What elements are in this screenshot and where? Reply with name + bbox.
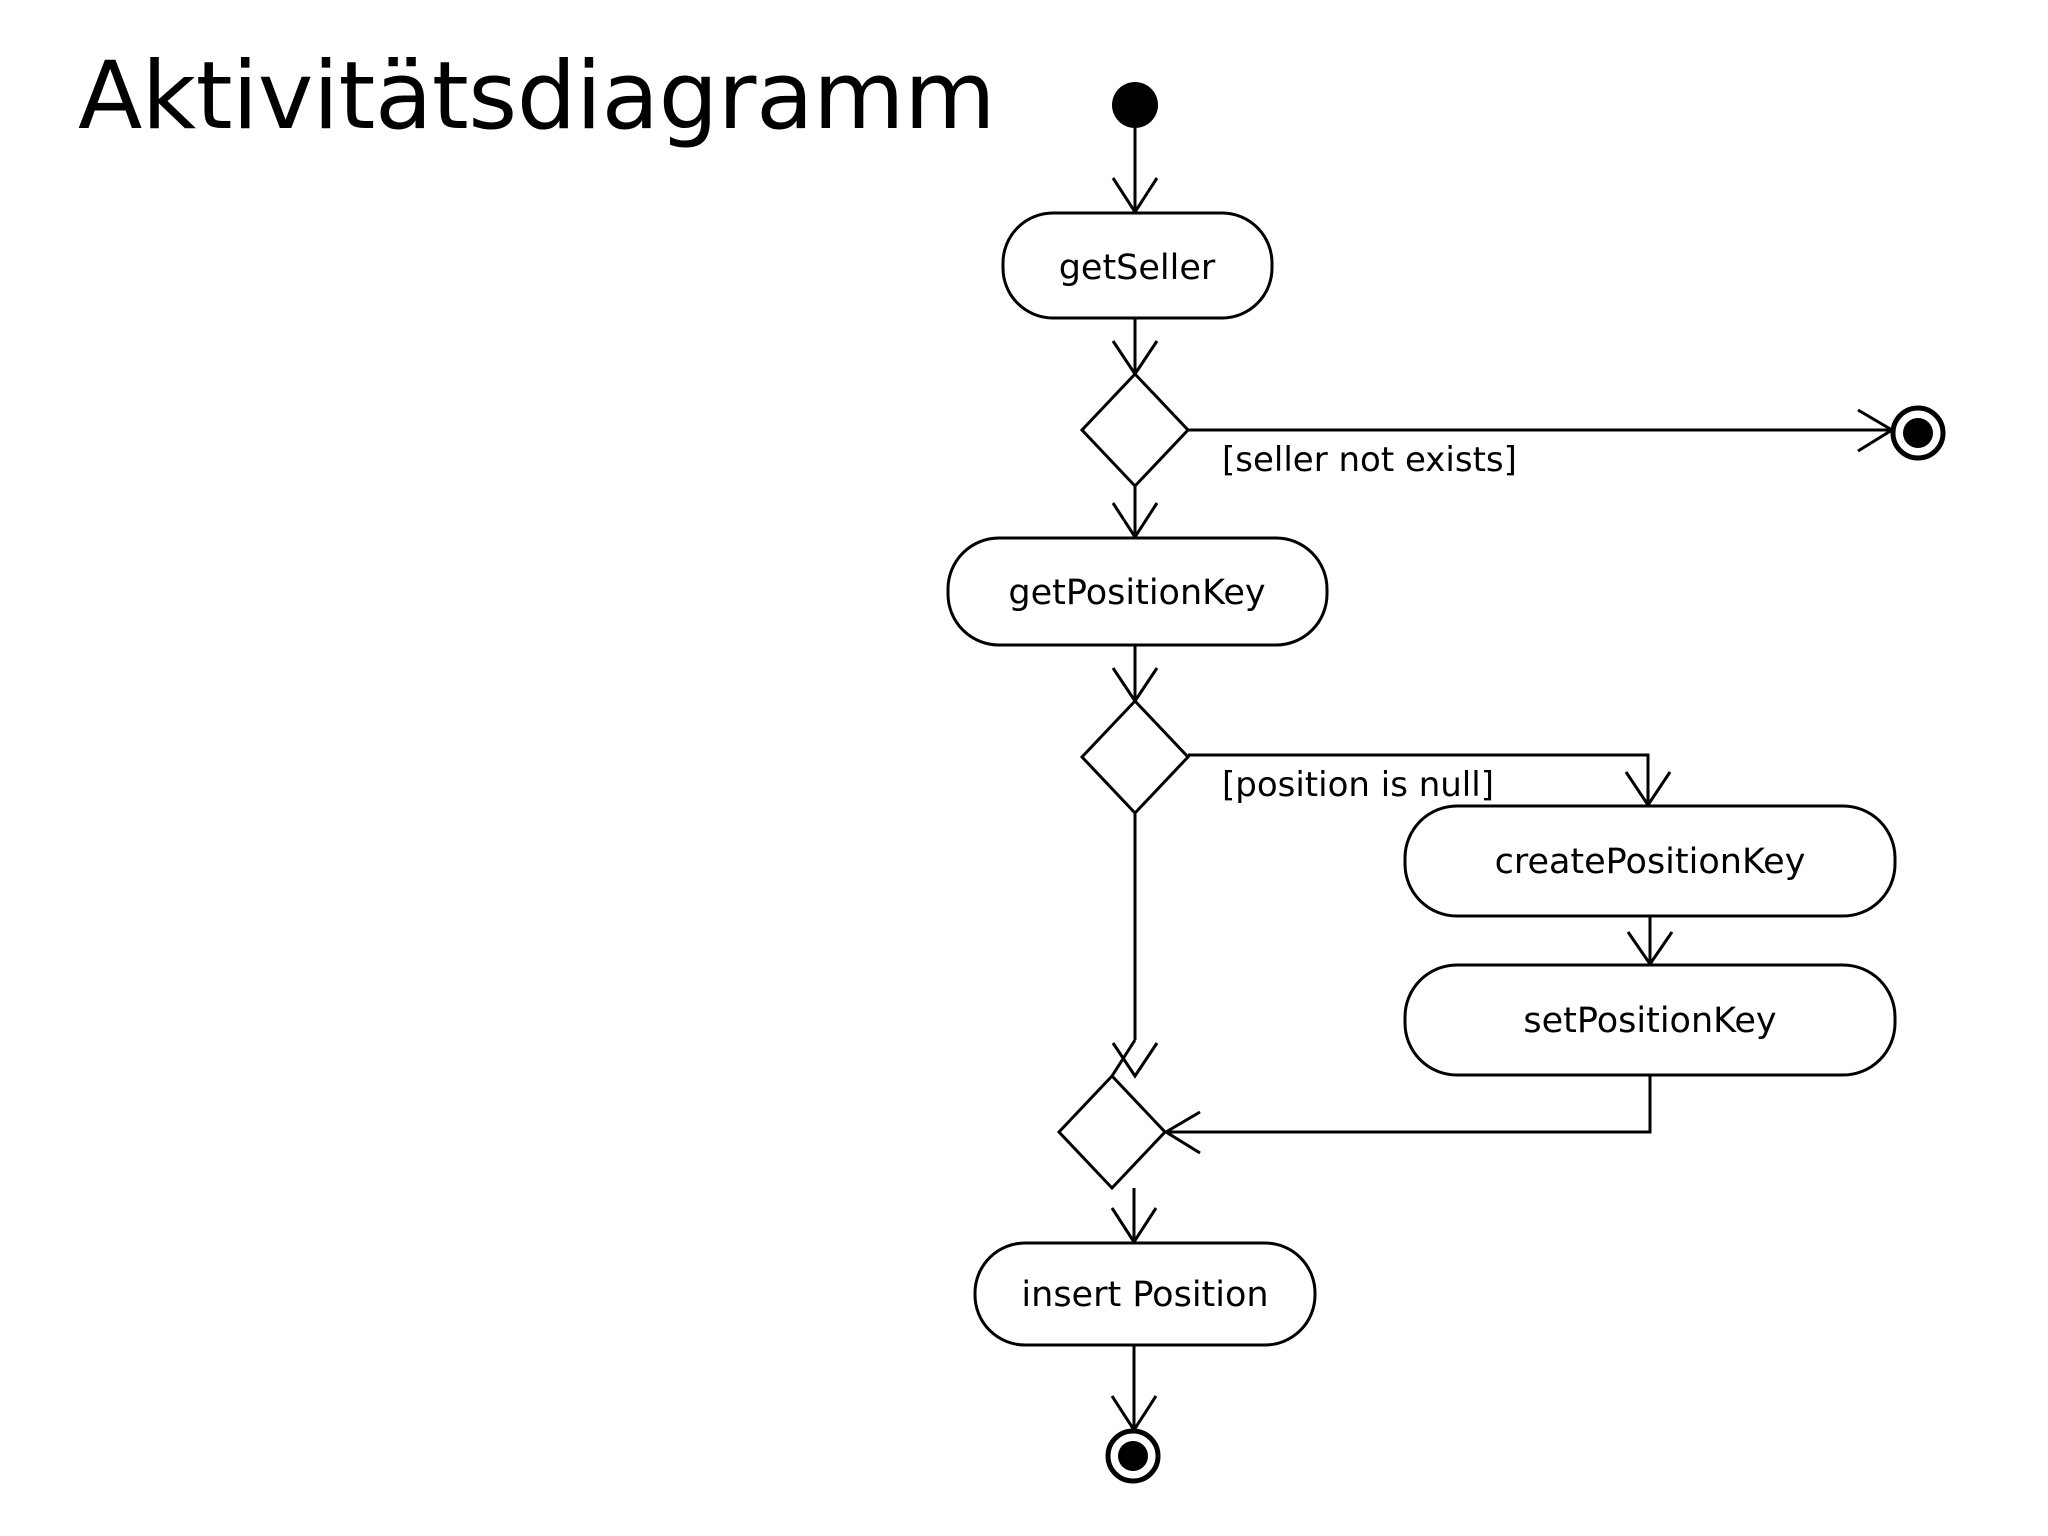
decision-node-position-is-null[interactable] [1079, 698, 1191, 816]
edge-decision1-to-getpositionkey [1111, 486, 1159, 540]
action-label-getseller: getSeller [1058, 248, 1216, 288]
edge-start-to-getseller [1111, 128, 1159, 215]
action-node-createpositionkey[interactable] [1403, 804, 1897, 918]
page-title: Aktivitätsdiagramm [78, 42, 996, 151]
action-label-setpositionkey: setPositionKey [1523, 1001, 1777, 1041]
guard-label-position-is-null: [position is null] [1222, 765, 1494, 805]
edge-createpositionkey-to-setpositionkey [1626, 916, 1674, 967]
guard-label-seller-not-exists: [seller not exists] [1222, 440, 1517, 480]
edge-decision2-to-merge [1110, 813, 1159, 1079]
edge-getpositionkey-to-decision2 [1111, 645, 1159, 704]
edge-getseller-to-decision1 [1111, 318, 1159, 377]
action-node-setpositionkey[interactable] [1403, 963, 1897, 1077]
merge-node[interactable] [1056, 1073, 1168, 1191]
edge-insertposition-to-end2 [1110, 1345, 1158, 1433]
action-node-getpositionkey[interactable] [946, 536, 1329, 647]
edge-setpositionkey-to-merge [1163, 1075, 1652, 1155]
final-node-end [1105, 1428, 1161, 1484]
action-label-insertposition: insert Position [1021, 1275, 1269, 1315]
initial-node [1112, 82, 1158, 128]
action-node-getseller[interactable] [1001, 211, 1274, 320]
edge-merge-to-insertposition [1110, 1188, 1158, 1245]
action-node-insertposition[interactable] [973, 1241, 1317, 1347]
action-label-createpositionkey: createPositionKey [1494, 842, 1806, 882]
decision-node-seller-exists[interactable] [1079, 371, 1191, 489]
action-label-getpositionkey: getPositionKey [1008, 573, 1266, 613]
final-node-seller-not-exists [1890, 405, 1946, 461]
